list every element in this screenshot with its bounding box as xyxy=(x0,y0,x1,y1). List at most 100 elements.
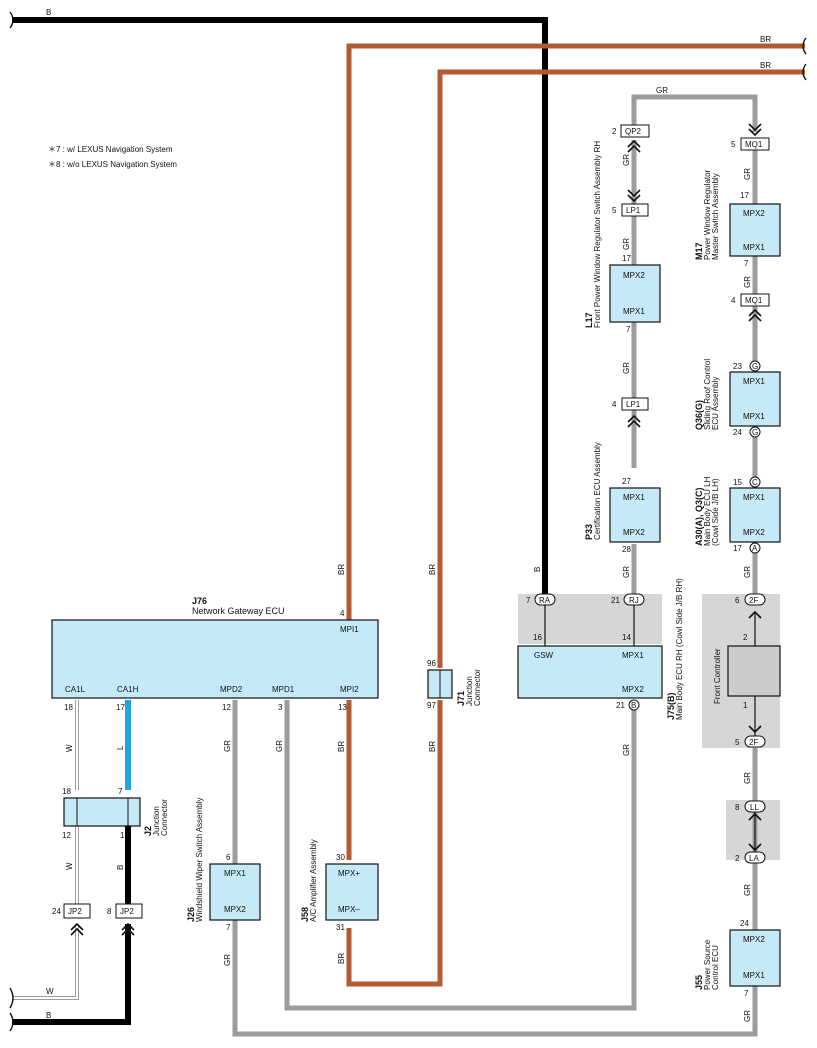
j58-box xyxy=(325,863,379,921)
label-gr-v10: GR xyxy=(743,276,752,288)
j58-code: J58 xyxy=(300,907,310,922)
mq1-lower-box xyxy=(740,293,770,307)
j76-pin-mpi2: MPI2 xyxy=(340,685,359,694)
q36-name2: ECU Assembly xyxy=(711,377,720,430)
m17-code: M17 xyxy=(694,242,704,260)
mq1-upper: MQ1 5 xyxy=(731,123,770,151)
lp1-num-5: 5 xyxy=(612,206,617,215)
j75-pin-ra xyxy=(534,593,556,606)
j76-num-17: 17 xyxy=(116,703,125,712)
p33-name: Certification ECU Assembly xyxy=(593,442,602,540)
m17-pin-mpx2: MPX2 xyxy=(743,209,765,218)
note-no-nav: ＊8 : w/o LEXUS Navigation System xyxy=(48,160,177,169)
a30-name2: (Cowl Side J/B LH) xyxy=(711,478,720,546)
j26-num-6: 6 xyxy=(226,853,231,862)
a30-code: A30(A), Q3(C) xyxy=(694,487,704,546)
j2-num-12: 12 xyxy=(62,831,71,840)
q36-pin-g-top xyxy=(749,360,761,372)
j55-name1: Power Source xyxy=(703,939,712,990)
la-num-2: 2 xyxy=(735,854,740,863)
p33-code: P33 xyxy=(584,524,594,540)
j75-pin-mpx2: MPX2 xyxy=(622,685,644,694)
a30-box xyxy=(729,487,781,543)
j71-name1: Junction xyxy=(465,676,474,706)
label-gr-v4: GR xyxy=(622,154,631,166)
lp1-upper: LP1 5 xyxy=(612,189,649,217)
ll-la-connectors: LL 8 LA 2 xyxy=(735,800,766,864)
label-br-v1: BR xyxy=(337,564,346,575)
l17-code: L17 xyxy=(584,312,594,328)
lp1-lower-box xyxy=(621,397,649,411)
label-gr-v3: GR xyxy=(223,954,232,966)
j58-num-30: 30 xyxy=(336,853,345,862)
label-w-v2: W xyxy=(65,862,74,870)
p33-box xyxy=(609,487,661,543)
j26-box xyxy=(209,863,261,921)
m17-window-master-switch: MPX2 MPX1 17 7 M17 Power Window Regulato… xyxy=(694,169,781,268)
label-b-v2: B xyxy=(116,865,125,870)
q36-sliding-roof-ecu: G 23 MPX1 MPX1 G 24 Q36(G) Sliding Roof … xyxy=(694,359,781,438)
mq1-upper-box xyxy=(740,137,770,151)
vertical-wire-labels: BR BR B BR BR BR W L W B GR GR GR GR GR … xyxy=(65,154,752,1022)
label-br-v5: BR xyxy=(337,953,346,964)
q36-num-24: 24 xyxy=(733,428,742,437)
a30-name1: Main Body ECU LH xyxy=(703,476,712,546)
lp1-num-4: 4 xyxy=(612,400,617,409)
q36-pin-mpx1-a: MPX1 xyxy=(743,377,765,386)
wire-br-4 xyxy=(346,700,443,987)
q36-g-bottom-label: G xyxy=(752,428,758,437)
a30-c-label: C xyxy=(752,478,758,487)
lp1-upper-label: LP1 xyxy=(626,206,641,215)
j76-pin-ca1l: CA1L xyxy=(65,685,86,694)
m17-pin-mpx1: MPX1 xyxy=(743,243,765,252)
wires xyxy=(12,17,805,1037)
j75-rj-label: RJ xyxy=(629,596,639,605)
note-nav: ＊7 : w/ LEXUS Navigation System xyxy=(48,145,173,154)
j26-pin-mpx2: MPX2 xyxy=(224,905,246,914)
ll-label: LL xyxy=(750,803,759,812)
lp1-lower-label: LP1 xyxy=(626,400,641,409)
label-gr-v7: GR xyxy=(622,566,631,578)
l17-pin-mpx2: MPX2 xyxy=(623,271,645,280)
mq1-lower: MQ1 4 xyxy=(731,293,770,322)
j2-box xyxy=(63,797,141,827)
label-gr-v2: GR xyxy=(275,740,284,752)
j71-name2: Connector xyxy=(473,669,482,706)
q36-pin-mpx1-b: MPX1 xyxy=(743,412,765,421)
mq1-upper-label: MQ1 xyxy=(745,140,763,149)
j75-name: Main Body ECU RH (Cowl Side J/B RH) xyxy=(675,578,684,720)
j71-num-96: 96 xyxy=(427,659,436,668)
j55-pin-mpx2: MPX2 xyxy=(743,935,765,944)
label-gr-v9: GR xyxy=(743,168,752,180)
j75-pin-rj xyxy=(623,593,645,606)
label-w-v1: W xyxy=(65,744,74,752)
label-gr-v12: GR xyxy=(743,772,752,784)
j26-name: Windshield Wiper Switch Assembly xyxy=(195,798,204,922)
j75-pin-gsw: GSW xyxy=(534,651,554,660)
j76-code: J76 xyxy=(192,596,207,606)
jp2-left-label: JP2 xyxy=(68,907,82,916)
p33-num-28: 28 xyxy=(622,545,631,554)
jp2-right xyxy=(115,903,143,919)
j76-name: Network Gateway ECU xyxy=(192,606,285,616)
label-gr-v8: GR xyxy=(622,744,631,756)
j55-box xyxy=(729,929,781,987)
j76-num-13: 13 xyxy=(338,703,347,712)
j75-pin-mpx1: MPX1 xyxy=(622,651,644,660)
wire-b-top xyxy=(12,17,548,594)
fc-num-2: 2 xyxy=(743,633,748,642)
wire-gr-mpd1 xyxy=(284,700,637,1011)
j2-num-18: 18 xyxy=(62,787,71,796)
q36-g-top-label: G xyxy=(752,362,758,371)
p33-pin-mpx2: MPX2 xyxy=(623,528,645,537)
qp2-label: QP2 xyxy=(625,127,642,136)
j2-junction-connector: 18 7 12 1 J2 Junction Connector xyxy=(62,787,169,840)
j76-num-4: 4 xyxy=(340,609,345,618)
jp2-num-24: 24 xyxy=(52,907,61,916)
j76-pin-mpd2: MPD2 xyxy=(220,685,243,694)
j2-num-7: 7 xyxy=(118,787,123,796)
j76-pin-mpi1: MPI1 xyxy=(340,625,359,634)
j26-wiper-switch: MPX1 MPX2 6 7 J26 Windshield Wiper Switc… xyxy=(186,798,261,932)
label-br-1: BR xyxy=(760,35,771,44)
label-gr-v5: GR xyxy=(622,238,631,250)
